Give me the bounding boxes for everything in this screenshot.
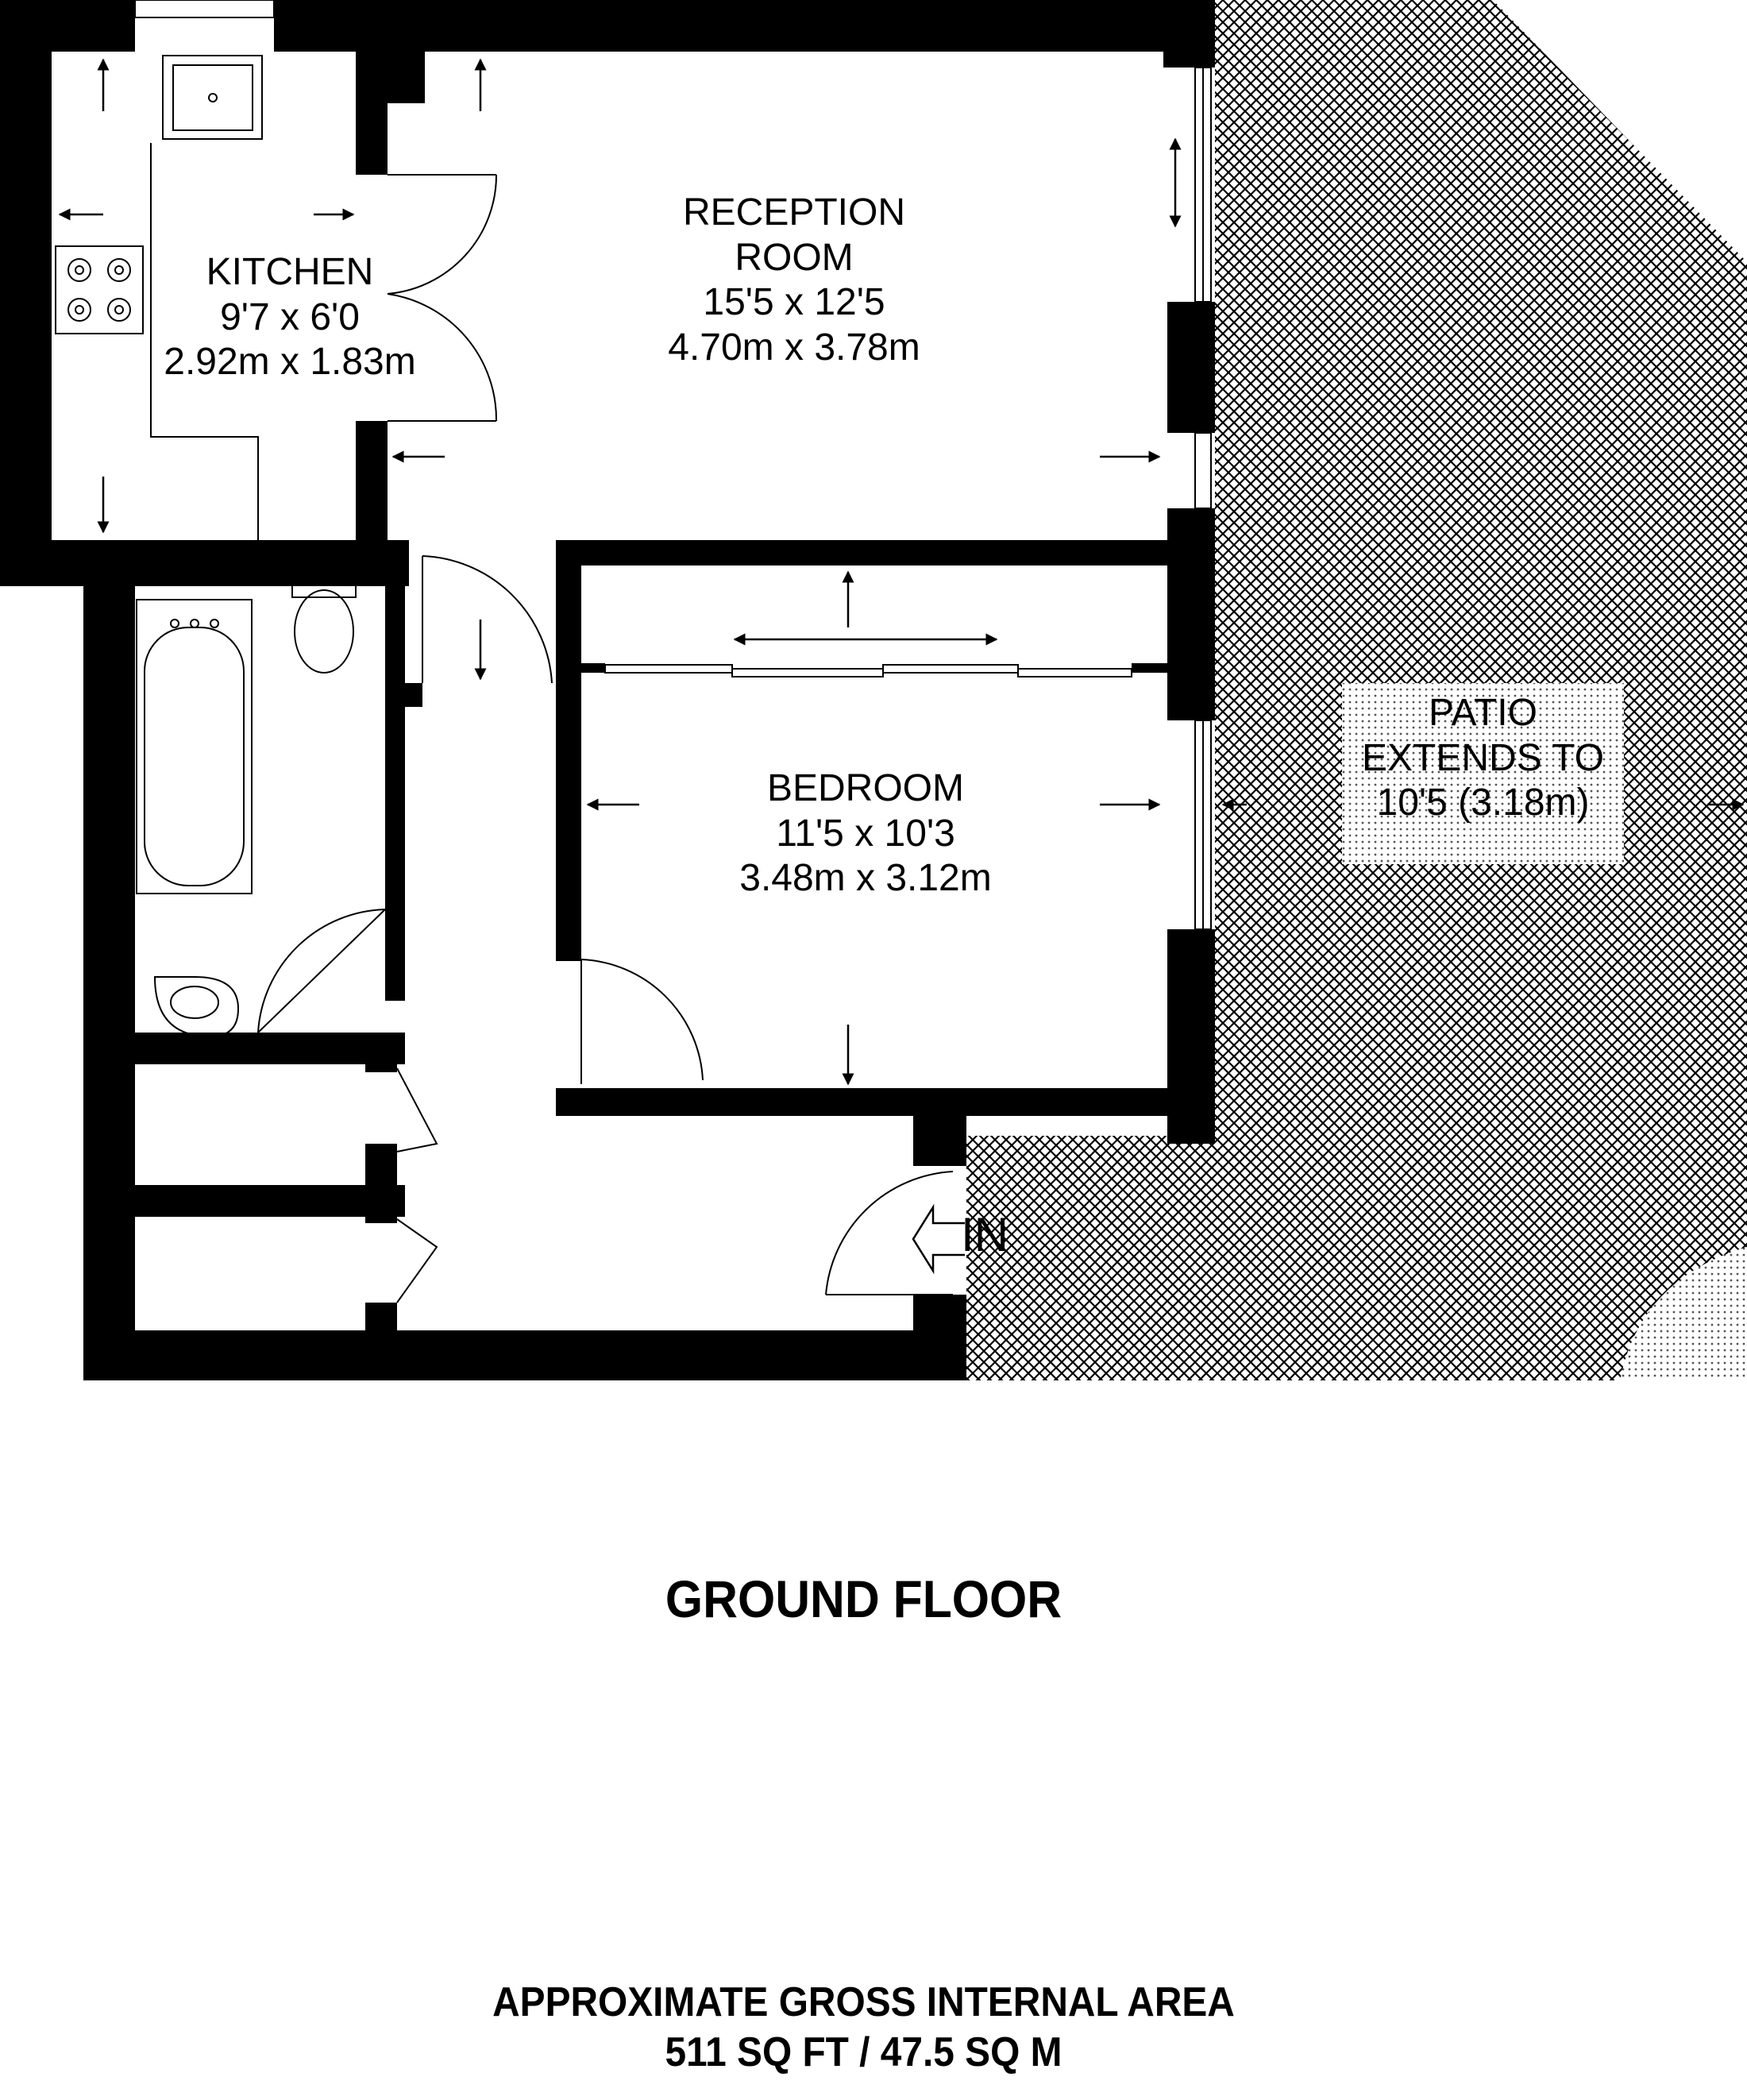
reception-metric: 4.70m x 3.78m xyxy=(668,326,920,369)
patio-label: PATIO EXTENDS TO 10'5 (3.18m) xyxy=(1342,691,1624,826)
patio-line1: PATIO xyxy=(1429,692,1537,734)
kitchen-name: KITCHEN xyxy=(206,251,374,293)
patio-area xyxy=(966,0,1747,1380)
bathroom-fittings xyxy=(136,565,357,1038)
kitchen-imperial: 9'7 x 6'0 xyxy=(220,295,360,338)
windows xyxy=(1194,67,1212,930)
doors xyxy=(257,174,954,1303)
bedroom-metric: 3.48m x 3.12m xyxy=(739,857,992,900)
reception-name-line2: ROOM xyxy=(735,236,854,279)
kitchen-fittings xyxy=(55,0,275,540)
bedroom-name: BEDROOM xyxy=(766,767,964,809)
bedroom-label: BEDROOM 11'5 x 10'3 3.48m x 3.12m xyxy=(703,766,1028,901)
bedroom-imperial: 11'5 x 10'3 xyxy=(776,812,955,855)
reception-name-line1: RECEPTION xyxy=(682,191,906,234)
patio-line2: EXTENDS TO xyxy=(1362,736,1604,779)
area-summary: APPROXIMATE GROSS INTERNAL AREA 511 SQ F… xyxy=(69,1978,1658,2079)
area-line2: 511 SQ FT / 47.5 SQ M xyxy=(665,2029,1062,2076)
wardrobe-doors xyxy=(604,664,1132,677)
floor-title: GROUND FLOOR xyxy=(665,1569,1062,1628)
walls xyxy=(0,0,1215,1380)
patio-line3: 10'5 (3.18m) xyxy=(1376,782,1590,824)
floor-plan xyxy=(0,0,1747,1380)
reception-label: RECEPTION ROOM 15'5 x 12'5 4.70m x 3.78m xyxy=(619,191,969,371)
reception-imperial: 15'5 x 12'5 xyxy=(703,281,885,324)
area-line1: APPROXIMATE GROSS INTERNAL AREA xyxy=(492,1979,1235,2025)
kitchen-label: KITCHEN 9'7 x 6'0 2.92m x 1.83m xyxy=(147,250,433,385)
dimension-arrows xyxy=(58,58,1745,1275)
entrance-label: IN xyxy=(961,1208,1008,1261)
kitchen-metric: 2.92m x 1.83m xyxy=(164,341,416,384)
